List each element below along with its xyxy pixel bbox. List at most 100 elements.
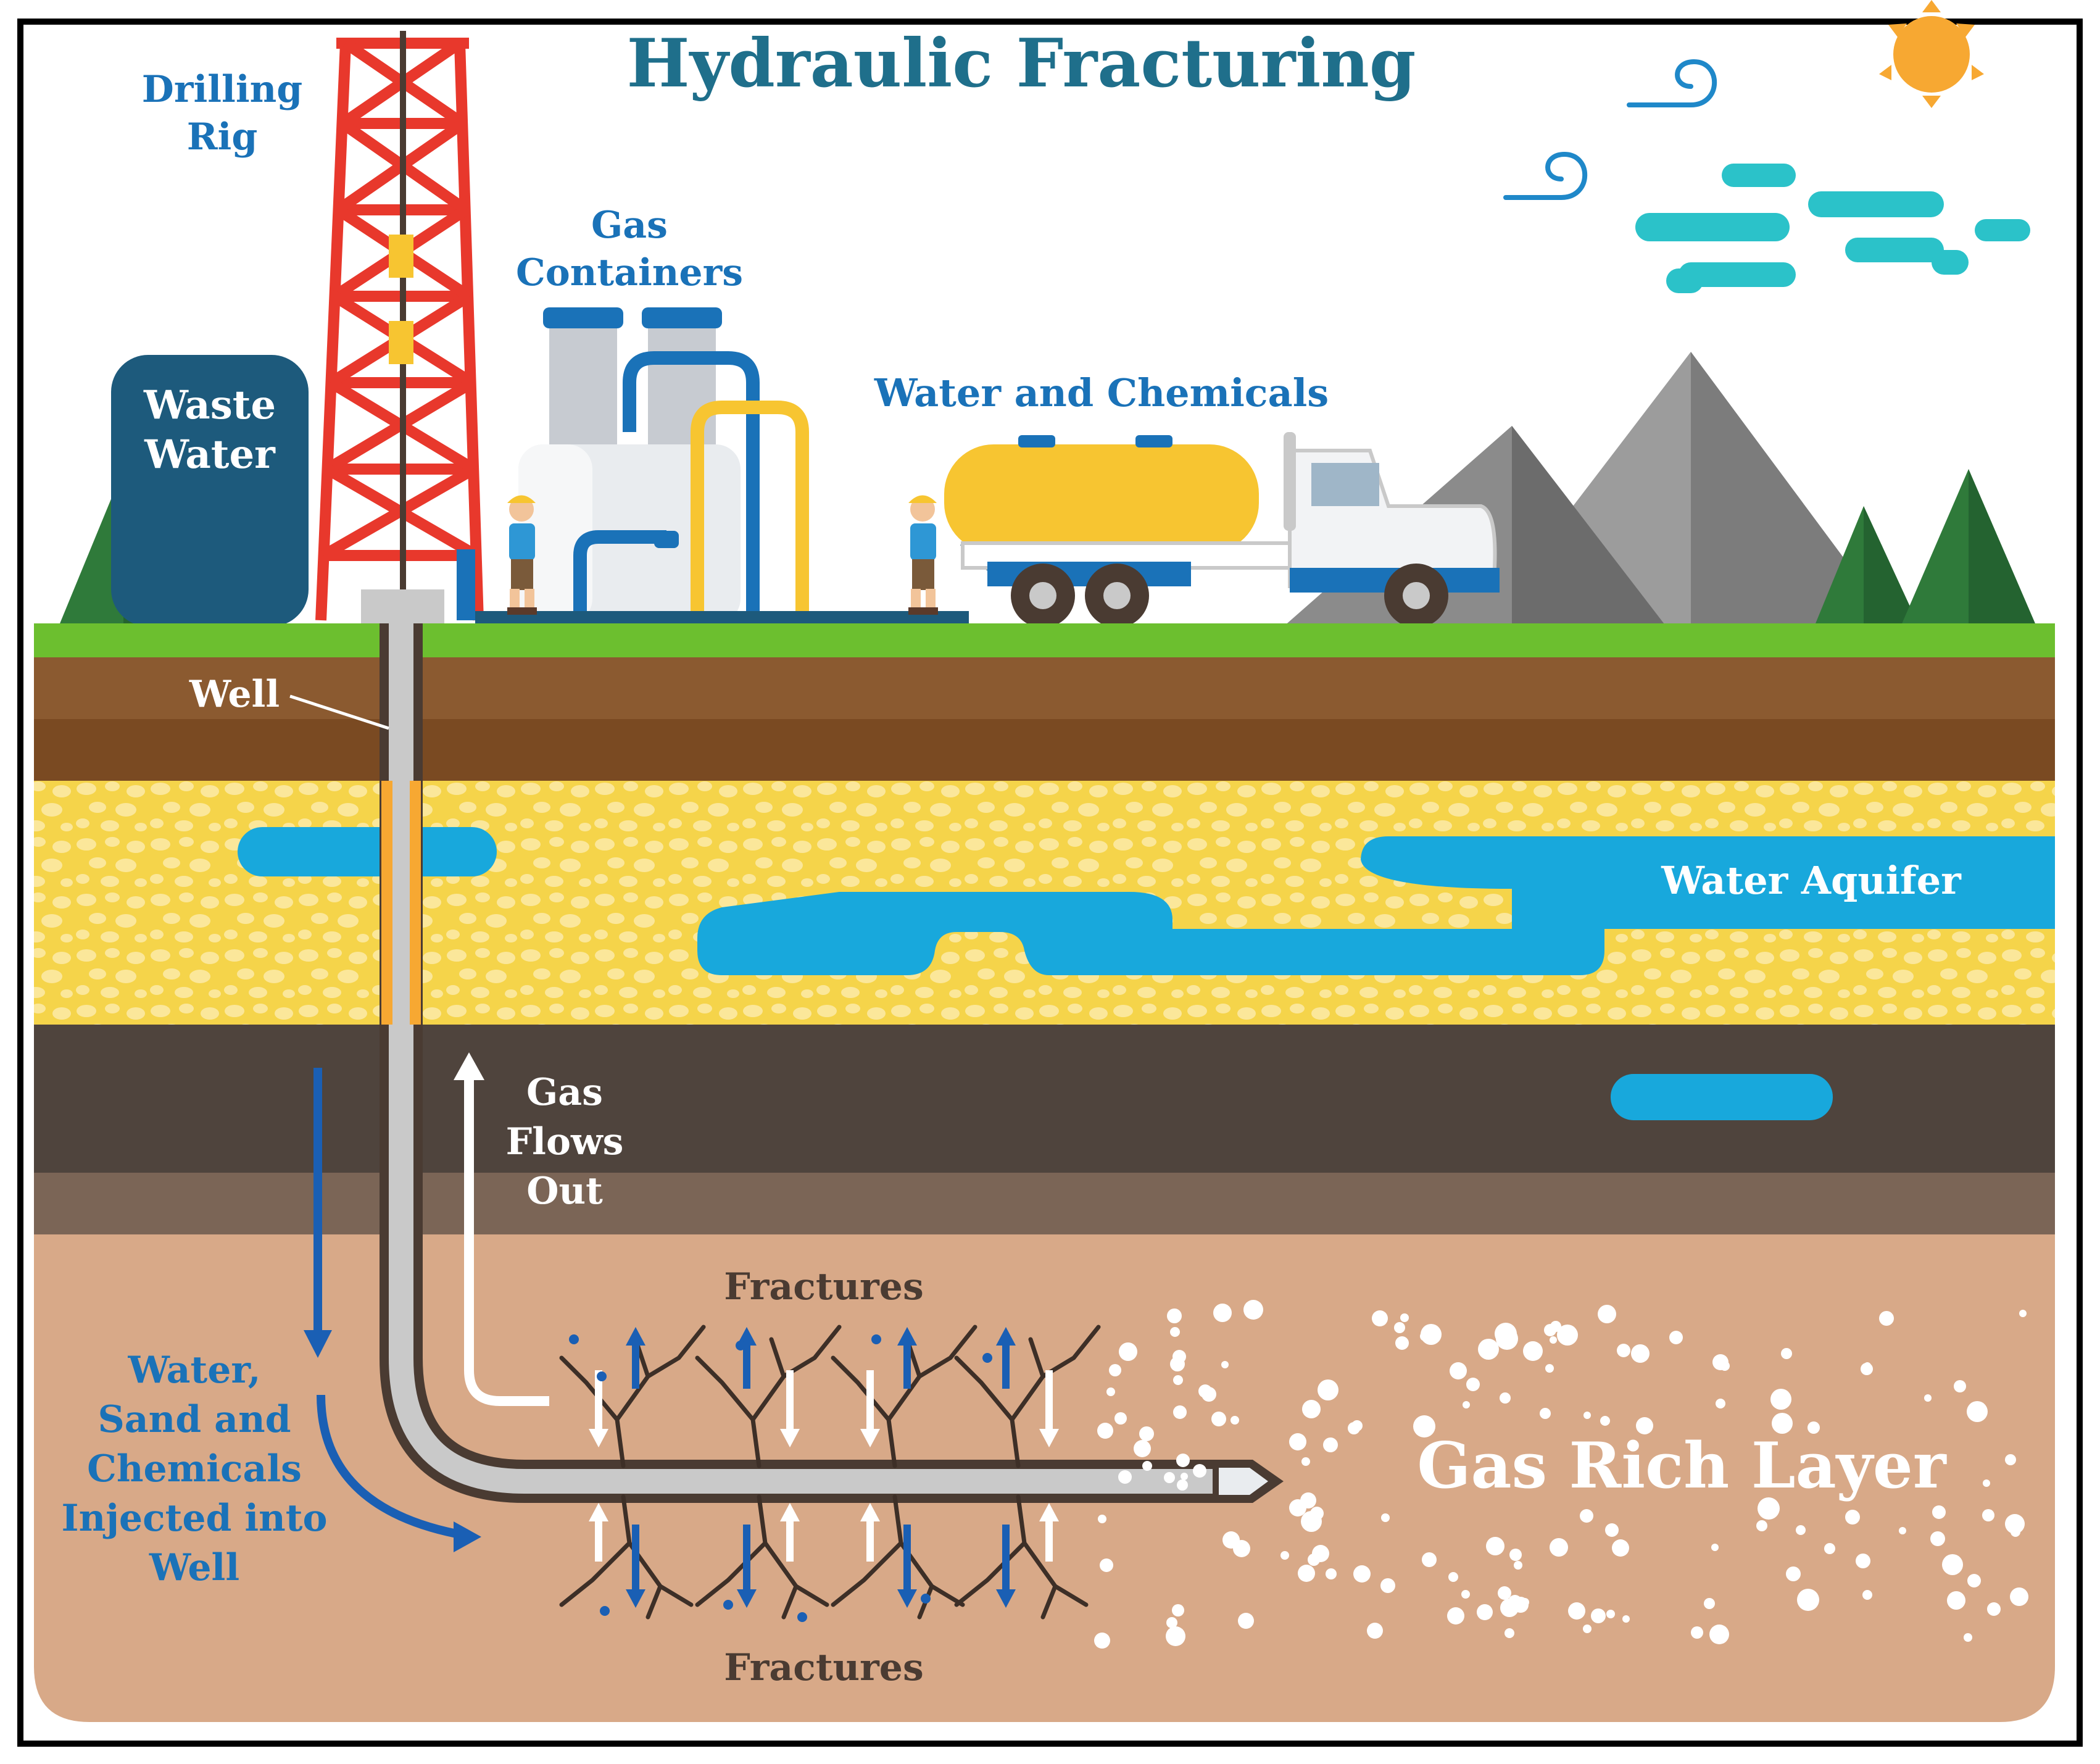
gas-bubble xyxy=(1964,1633,1972,1642)
gas-bubble xyxy=(2011,1527,2020,1537)
injection-arrow-down xyxy=(304,1068,332,1358)
gas-bubble xyxy=(1514,1561,1522,1570)
arrow-up-icon xyxy=(1039,1503,1059,1562)
diagram-title: Hydraulic Fracturing xyxy=(627,25,1416,102)
particle-dot xyxy=(871,1334,881,1344)
fracture-crack xyxy=(695,1494,829,1620)
gas-bubble xyxy=(2005,1454,2016,1465)
gas-bubble xyxy=(1367,1623,1383,1639)
gas-bubble xyxy=(1600,1416,1610,1426)
fractures-top-label: Fractures xyxy=(724,1265,923,1308)
subsoil-layer xyxy=(34,719,2055,781)
gas-bubble xyxy=(1447,1607,1464,1625)
particle-dot xyxy=(797,1612,807,1622)
fracture-crack xyxy=(831,1494,965,1620)
water-chemicals-label: Water and Chemicals xyxy=(874,370,1329,415)
gas-bubble xyxy=(1786,1566,1801,1581)
gas-bubble xyxy=(1942,1554,1963,1575)
gas-bubble xyxy=(1691,1626,1703,1639)
gas-bubble xyxy=(1557,1325,1578,1346)
injected-label-line1: Water, xyxy=(127,1349,260,1392)
gas-bubble xyxy=(1772,1413,1793,1434)
gas-bubble xyxy=(1164,1472,1175,1483)
rig-clamp xyxy=(389,321,413,364)
gas-bubble xyxy=(1100,1558,1113,1572)
gas-bubble xyxy=(1568,1602,1585,1620)
gas-bubble xyxy=(1932,1505,1946,1519)
waste-water-label-line1: Waste xyxy=(143,382,276,428)
gas-bubble xyxy=(1394,1322,1405,1333)
particle-dot xyxy=(921,1594,931,1604)
arrow-down-icon xyxy=(589,1370,608,1447)
gas-bubble xyxy=(1193,1464,1206,1478)
fracture-crack xyxy=(559,1494,694,1620)
gas-bubble xyxy=(1413,1415,1435,1437)
gas-bubble xyxy=(1544,1324,1556,1336)
gas-bubble xyxy=(1119,1342,1137,1361)
gas-bubble xyxy=(1301,1511,1322,1532)
wind-swirl-icon xyxy=(1503,59,1717,200)
gas-bubble xyxy=(1298,1565,1315,1582)
injected-label-line4: Injected into xyxy=(62,1497,328,1540)
gas-bubble xyxy=(1856,1554,1870,1568)
arrow-down-icon xyxy=(1039,1370,1059,1447)
gas-bubble xyxy=(1550,1538,1568,1557)
particle-dot xyxy=(569,1334,579,1344)
particle-dot xyxy=(597,1371,607,1381)
gas-bubble xyxy=(1461,1590,1470,1599)
gas-bubble xyxy=(1540,1408,1551,1419)
drill-bit-icon xyxy=(1213,1460,1284,1503)
gas-bubble xyxy=(1420,1331,1430,1341)
worker-icon xyxy=(908,495,938,615)
gas-bubble xyxy=(1899,1527,1906,1534)
particle-dot xyxy=(723,1600,733,1610)
gas-bubble xyxy=(1845,1510,1860,1525)
underground-layers xyxy=(34,623,2055,1722)
gas-bubble xyxy=(1709,1625,1729,1644)
arrow-up-icon xyxy=(860,1503,880,1562)
gas-bubble xyxy=(1381,1513,1390,1522)
gas-bubble xyxy=(1231,1416,1239,1425)
gas-bubble xyxy=(1109,1364,1121,1376)
gas-bubble xyxy=(1704,1598,1715,1609)
arrow-down-icon xyxy=(626,1525,645,1608)
gas-bubble xyxy=(1758,1497,1780,1520)
gas-bubble xyxy=(2010,1587,2028,1606)
gas-bubble xyxy=(1114,1412,1127,1425)
gas-bubble xyxy=(1982,1509,1994,1521)
gas-bubbles xyxy=(1094,1300,2028,1649)
particle-dot xyxy=(600,1606,610,1616)
injected-label-line5: Well xyxy=(149,1546,239,1589)
gas-bubble xyxy=(1395,1336,1409,1350)
gas-bubble xyxy=(1380,1578,1395,1593)
gas-bubble xyxy=(1500,1392,1511,1404)
gas-bubble xyxy=(2019,1310,2027,1317)
gas-bubble xyxy=(1508,1595,1522,1608)
gas-bubble xyxy=(1521,1598,1529,1607)
particle-dot xyxy=(982,1353,992,1363)
gas-bubble xyxy=(1222,1531,1240,1549)
gas-bubble xyxy=(1716,1399,1725,1408)
arrow-up-icon xyxy=(780,1503,800,1562)
arrow-up-icon xyxy=(589,1503,608,1562)
gas-bubble xyxy=(1781,1348,1792,1359)
gas-bubble xyxy=(1796,1525,1806,1535)
gas-bubble xyxy=(1711,1544,1719,1551)
gas-bubble xyxy=(1166,1626,1185,1646)
gas-bubble xyxy=(1139,1426,1154,1441)
arrow-down-icon xyxy=(737,1525,757,1608)
gas-containers-label-line1: Gas xyxy=(591,204,668,247)
gas-bubble xyxy=(1289,1433,1306,1450)
gas-bubble xyxy=(1463,1401,1470,1408)
gas-bubble xyxy=(1478,1339,1499,1360)
gas-bubble xyxy=(1176,1454,1190,1467)
gas-bubble xyxy=(1498,1586,1511,1600)
gas-bubble xyxy=(1312,1545,1329,1562)
gas-bubble xyxy=(1987,1602,2001,1616)
gas-rich-layer-label: Gas Rich Layer xyxy=(1417,1429,1946,1503)
gas-bubble xyxy=(1486,1537,1504,1555)
gas-bubble xyxy=(1323,1437,1338,1452)
gas-flows-out-label-line2: Flows xyxy=(506,1120,624,1163)
drilling-rig-label-line1: Drilling xyxy=(142,68,302,111)
